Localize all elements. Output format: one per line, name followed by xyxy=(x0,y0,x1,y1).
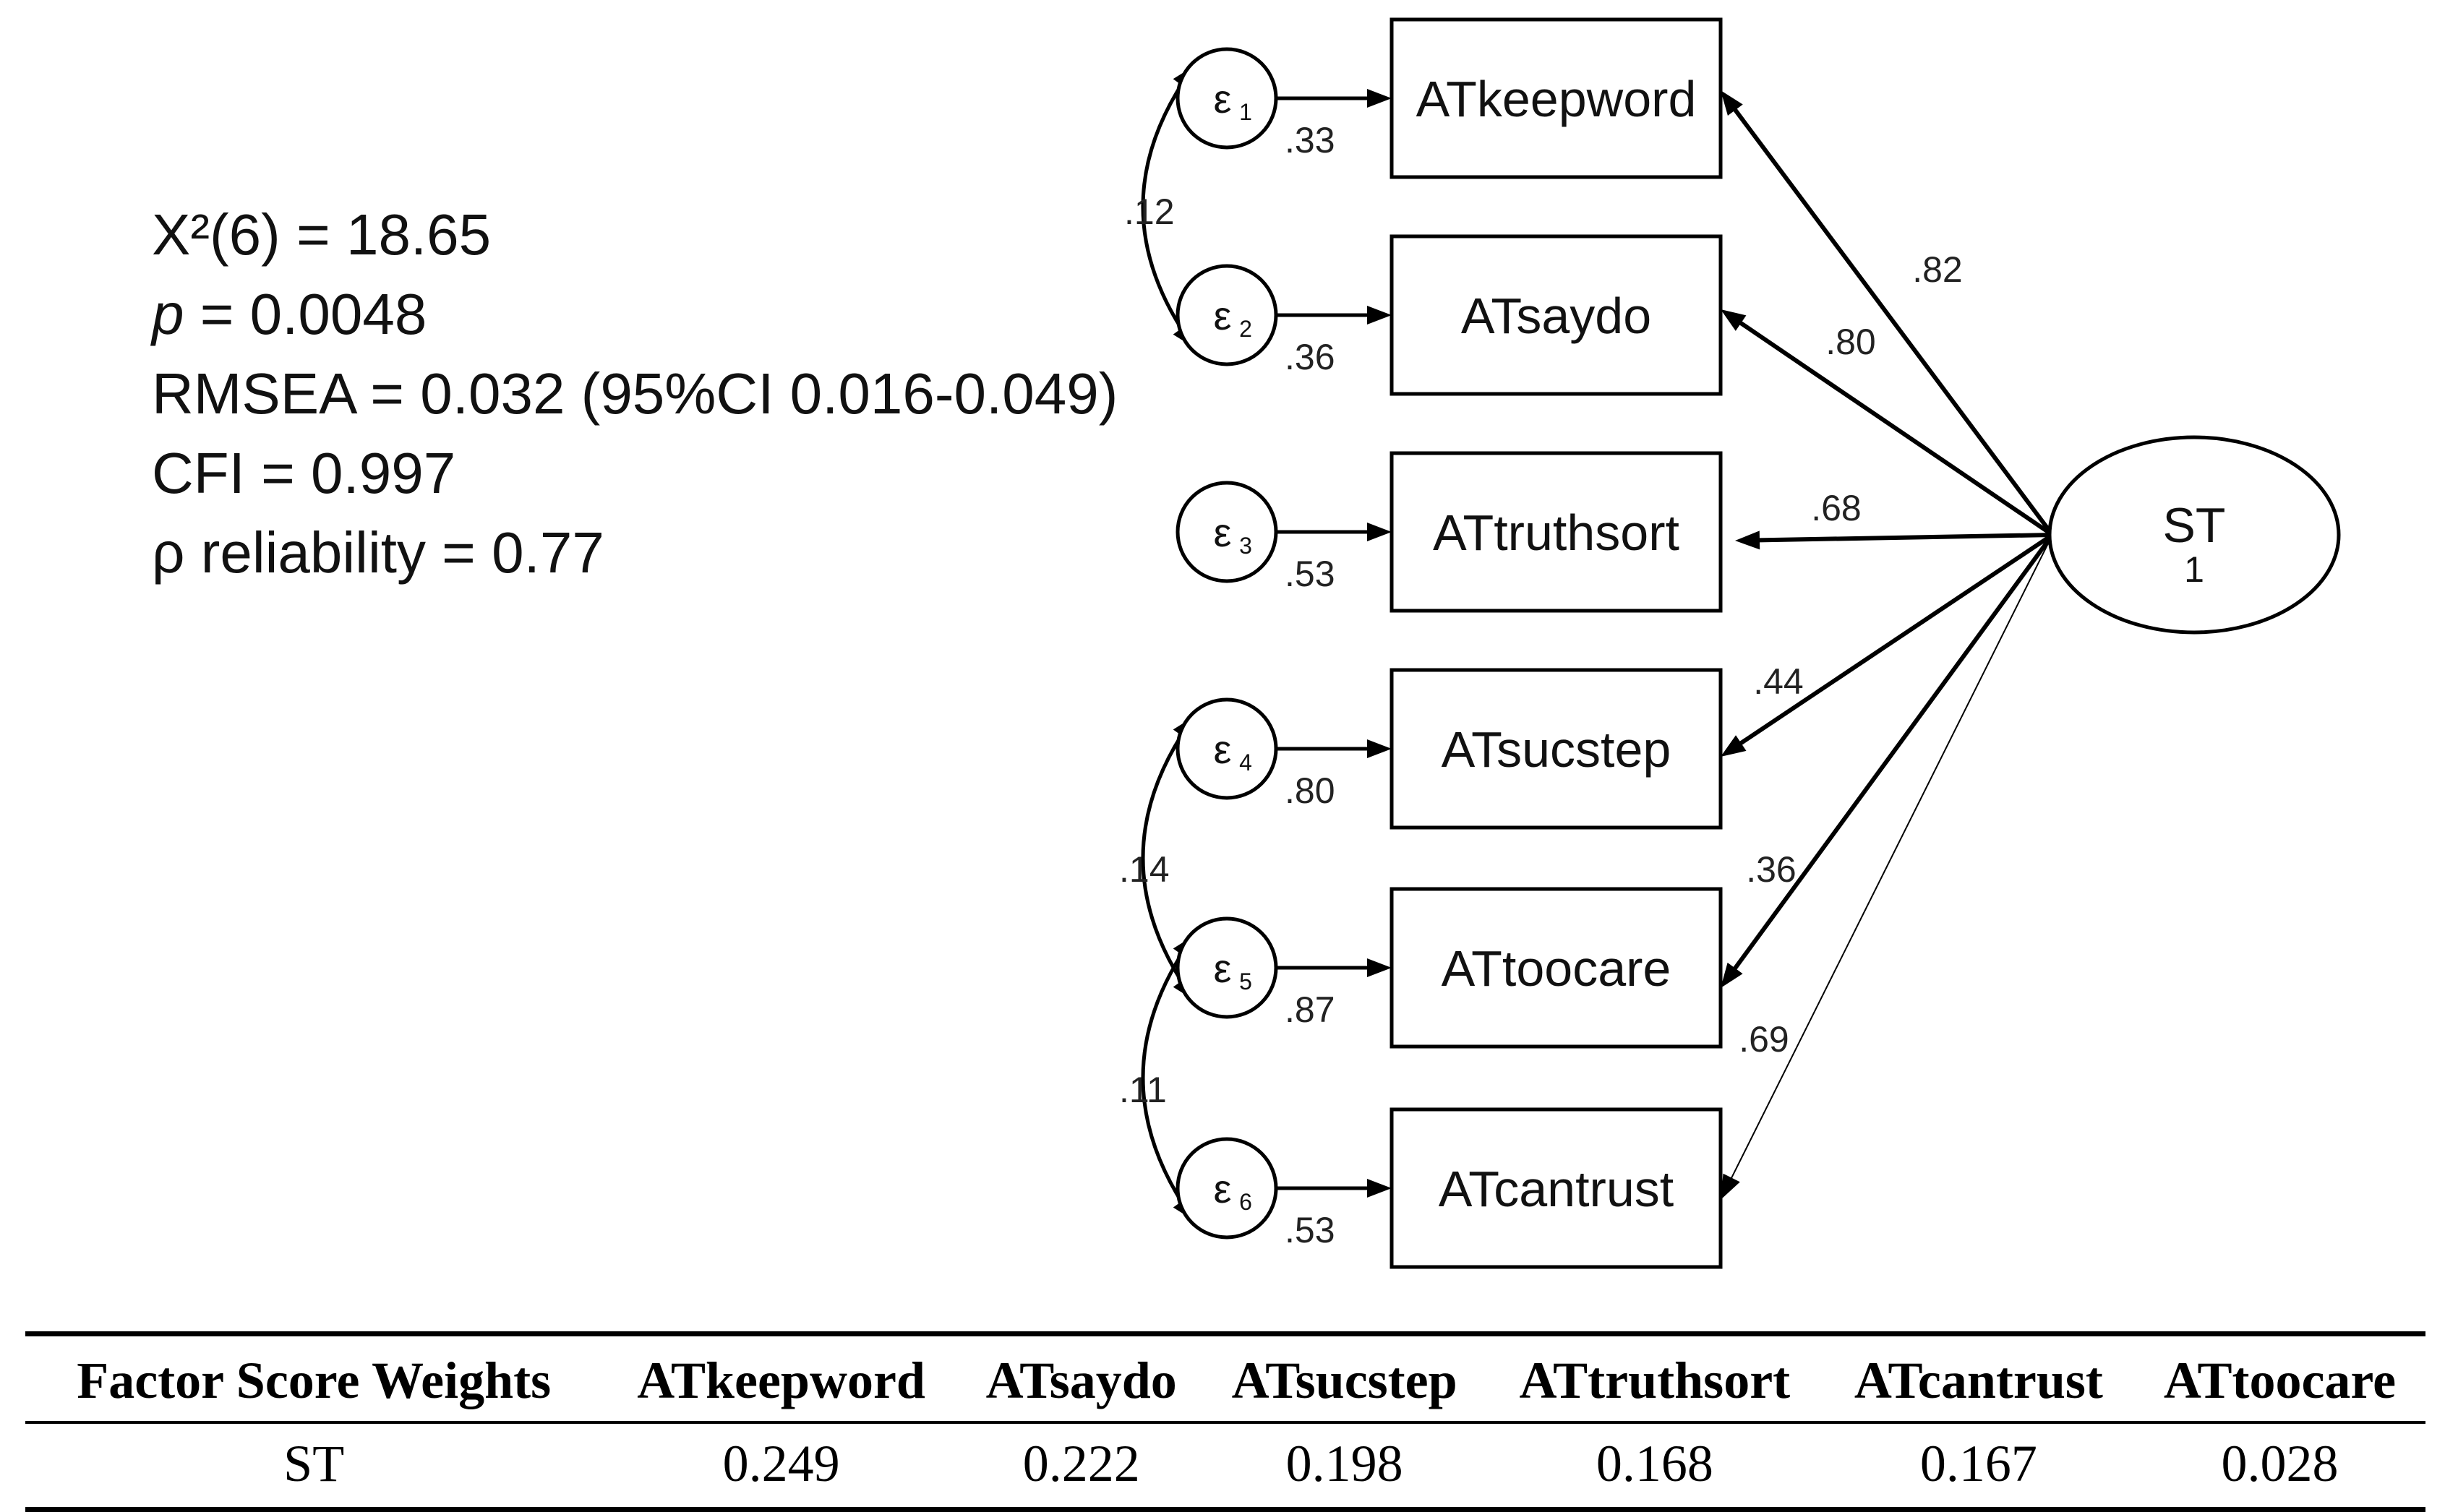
latent-variance-label: 1 xyxy=(2184,549,2204,590)
error-term-circle xyxy=(1176,47,1278,150)
p-value: = 0.0048 xyxy=(184,282,427,346)
table-cell: 0.249 xyxy=(602,1422,960,1512)
indicator-label: ATsucstep xyxy=(1442,721,1671,778)
error-term-symbol: ε xyxy=(1214,945,1232,991)
factor-loading-line xyxy=(1727,100,2055,536)
factor-loading-arrowhead xyxy=(1721,1173,1740,1200)
indicator-box xyxy=(1390,1107,1723,1269)
error-term-symbol: ε xyxy=(1214,510,1232,555)
indicator-label: ATkeepword xyxy=(1416,71,1697,127)
indicator-label: ATtoocare xyxy=(1442,940,1671,997)
factor-loading-label: .82 xyxy=(1912,249,1963,290)
error-variance-label: .87 xyxy=(1285,989,1335,1030)
error-path-arrowhead xyxy=(1367,958,1392,977)
error-path-arrowhead xyxy=(1367,739,1392,758)
covariance-curve xyxy=(1141,715,1196,1002)
factor-loading-line xyxy=(1731,315,2054,537)
error-term-index: 6 xyxy=(1239,1189,1252,1215)
chi-square-stat: X²(6) = 18.65 xyxy=(152,202,492,267)
table-header-cell: ATsucstep xyxy=(1202,1331,1486,1424)
table-header-row: Factor Score Weights ATkeepword ATsaydo … xyxy=(25,1331,2425,1424)
error-term-symbol: ε xyxy=(1214,726,1232,772)
table-cell: 0.198 xyxy=(1202,1422,1486,1512)
table-header-cell: ATkeepword xyxy=(602,1331,960,1424)
reliability-stat: ρ reliability = 0.77 xyxy=(152,520,604,585)
error-term-index: 3 xyxy=(1239,533,1252,559)
error-term-circle xyxy=(1176,264,1278,366)
factor-loading-line xyxy=(1731,533,2054,751)
factor-loading-label: .80 xyxy=(1825,322,1876,362)
covariance-curve xyxy=(1141,934,1196,1222)
table-cell: 0.028 xyxy=(2133,1422,2425,1512)
factor-score-weights-table: Factor Score Weights ATkeepword ATsaydo … xyxy=(25,1331,2425,1512)
error-term-index: 2 xyxy=(1239,316,1252,342)
factor-loading-arrowhead xyxy=(1721,309,1747,331)
error-term-circle xyxy=(1176,697,1278,800)
error-term-circle xyxy=(1176,916,1278,1019)
latent-variable-ellipse xyxy=(2047,435,2341,635)
factor-loading-label: .69 xyxy=(1739,1019,1789,1060)
p-value-stat: p = 0.0048 xyxy=(152,275,1118,354)
error-path-arrowhead xyxy=(1367,523,1392,541)
factor-loading-label: .44 xyxy=(1753,661,1804,702)
covariance-curve xyxy=(1141,64,1196,349)
table-cell: 0.167 xyxy=(1823,1422,2134,1512)
error-term-index: 4 xyxy=(1239,749,1252,776)
factor-loading-line xyxy=(1727,533,2055,978)
error-path-arrowhead xyxy=(1367,89,1392,108)
factor-loading-line xyxy=(1726,534,2053,1187)
table-header-cell: ATtoocare xyxy=(2133,1331,2425,1424)
table-header-cell: ATcantrust xyxy=(1823,1331,2134,1424)
covariance-label: .11 xyxy=(1119,1070,1167,1110)
error-term-symbol: ε xyxy=(1214,76,1232,121)
table-header-cell: ATtruthsort xyxy=(1486,1331,1823,1424)
table-cell: 0.222 xyxy=(959,1422,1203,1512)
error-variance-label: .33 xyxy=(1285,120,1335,160)
indicator-box xyxy=(1390,234,1723,396)
cfi-stat: CFI = 0.997 xyxy=(152,441,456,505)
rmsea-stat: RMSEA = 0.032 (95%CI 0.016-0.049) xyxy=(152,361,1118,426)
error-term-circle xyxy=(1176,481,1278,583)
factor-loading-arrowhead xyxy=(1721,90,1743,116)
error-path-arrowhead xyxy=(1367,1179,1392,1198)
indicator-box xyxy=(1390,668,1723,830)
covariance-label: .12 xyxy=(1124,192,1175,232)
indicator-label: ATsaydo xyxy=(1461,288,1651,344)
error-term-circle xyxy=(1176,1137,1278,1240)
factor-loading-arrowhead xyxy=(1721,962,1743,988)
table-header-cell: Factor Score Weights xyxy=(25,1331,603,1424)
factor-loading-label: .68 xyxy=(1811,488,1862,528)
error-variance-label: .36 xyxy=(1285,337,1335,377)
factor-loading-label: .36 xyxy=(1746,849,1797,890)
table-row: ST 0.249 0.222 0.198 0.168 0.167 0.028 xyxy=(25,1422,2425,1512)
indicator-label: ATtruthsort xyxy=(1433,504,1679,561)
fit-statistics: X²(6) = 18.65 p = 0.0048 RMSEA = 0.032 (… xyxy=(152,195,1118,593)
covariance-label: .14 xyxy=(1119,849,1170,890)
error-term-index: 1 xyxy=(1239,99,1252,125)
factor-loading-arrowhead xyxy=(1721,735,1747,757)
factor-loading-arrowhead xyxy=(1735,531,1760,550)
table-cell: ST xyxy=(25,1422,603,1512)
indicator-box xyxy=(1390,887,1723,1049)
error-term-index: 5 xyxy=(1239,968,1252,995)
factor-loading-line xyxy=(1749,533,2053,543)
p-symbol: p xyxy=(152,282,184,346)
table-cell: 0.168 xyxy=(1486,1422,1823,1512)
latent-variable-name: ST xyxy=(2163,498,2226,553)
error-variance-label: .53 xyxy=(1285,1210,1335,1250)
error-variance-label: .53 xyxy=(1285,554,1335,594)
indicator-box xyxy=(1390,451,1723,613)
error-term-symbol: ε xyxy=(1214,1166,1232,1211)
error-path-arrowhead xyxy=(1367,306,1392,325)
table-header-cell: ATsaydo xyxy=(959,1331,1203,1424)
indicator-label: ATcantrust xyxy=(1439,1161,1674,1217)
error-variance-label: .80 xyxy=(1285,770,1335,811)
error-term-symbol: ε xyxy=(1214,293,1232,338)
indicator-box xyxy=(1390,17,1723,179)
